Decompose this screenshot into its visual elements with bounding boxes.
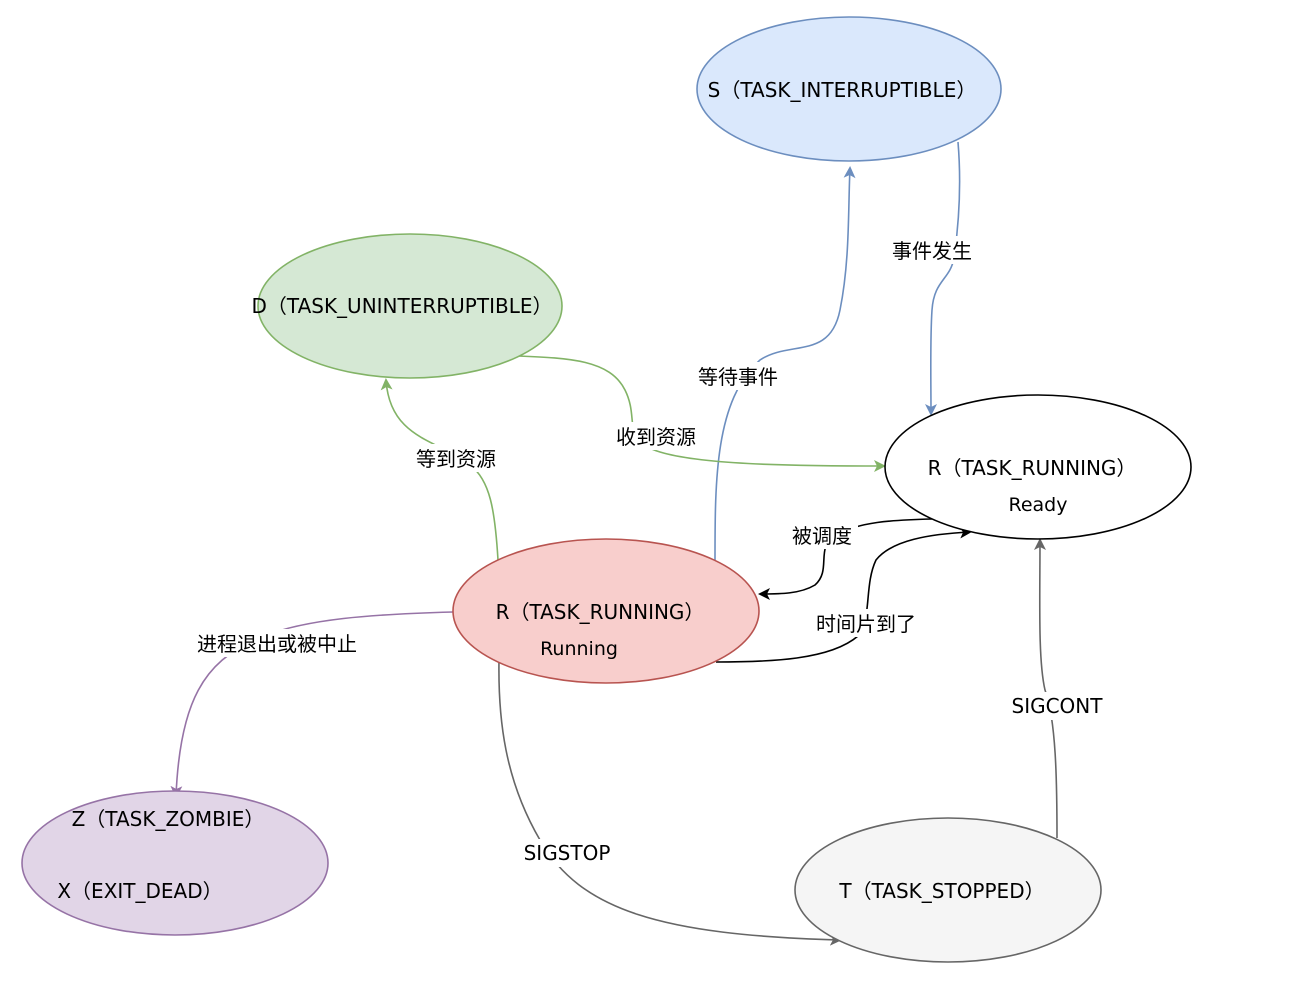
state-z-label: Z（TASK_ZOMBIE） bbox=[72, 807, 265, 831]
label-timeslice-up: 时间片到了 bbox=[816, 612, 916, 636]
state-r-running-shape bbox=[452, 538, 760, 684]
edge-running-to-t bbox=[498, 659, 842, 946]
state-z[interactable]: Z（TASK_ZOMBIE） X（EXIT_DEAD） bbox=[21, 790, 329, 936]
edge-ready-to-running bbox=[758, 518, 933, 600]
label-wait-event: 等待事件 bbox=[698, 365, 778, 389]
state-s-label: S（TASK_INTERRUPTIBLE） bbox=[708, 78, 977, 102]
edge-t-to-ready bbox=[1033, 538, 1058, 839]
state-t[interactable]: T（TASK_STOPPED） bbox=[794, 817, 1102, 963]
state-d[interactable]: D（TASK_UNINTERRUPTIBLE） bbox=[252, 233, 563, 379]
label-bg-scheduled bbox=[786, 521, 858, 549]
state-t-label: T（TASK_STOPPED） bbox=[838, 879, 1044, 903]
edge-running-to-s bbox=[714, 166, 856, 561]
label-bg-sigstop bbox=[514, 839, 620, 867]
label-receive-resource: 收到资源 bbox=[616, 425, 696, 449]
edge-s-to-ready bbox=[924, 141, 961, 416]
state-r-ready-label: R（TASK_RUNNING） bbox=[928, 456, 1137, 480]
label-bg-timeslice-up bbox=[810, 609, 922, 637]
state-r-running-sub: Running bbox=[540, 638, 618, 660]
label-get-resource: 等到资源 bbox=[416, 447, 496, 471]
state-t-shape bbox=[794, 817, 1102, 963]
state-s[interactable]: S（TASK_INTERRUPTIBLE） bbox=[696, 16, 1002, 162]
state-z-shape bbox=[21, 790, 329, 936]
label-scheduled: 被调度 bbox=[792, 524, 852, 548]
state-s-shape bbox=[696, 16, 1002, 162]
label-bg-receive-resource bbox=[610, 422, 702, 450]
state-d-label: D（TASK_UNINTERRUPTIBLE） bbox=[252, 294, 553, 318]
label-exit-or-terminated: 进程退出或被中止 bbox=[197, 632, 357, 656]
state-r-ready[interactable]: R（TASK_RUNNING） Ready bbox=[884, 394, 1192, 540]
label-bg-get-resource bbox=[410, 444, 502, 472]
label-bg-event-occurs bbox=[886, 236, 978, 264]
state-r-running[interactable]: R（TASK_RUNNING） Running bbox=[452, 538, 760, 684]
label-bg-sigcont bbox=[1002, 692, 1112, 720]
label-sigcont: SIGCONT bbox=[1012, 694, 1104, 718]
state-d-shape bbox=[257, 233, 563, 379]
label-event-occurs: 事件发生 bbox=[892, 239, 972, 263]
state-r-ready-sub: Ready bbox=[1009, 494, 1068, 516]
label-sigstop: SIGSTOP bbox=[524, 841, 611, 865]
state-x-label: X（EXIT_DEAD） bbox=[57, 879, 222, 903]
state-r-running-label: R（TASK_RUNNING） bbox=[496, 600, 705, 624]
label-bg-wait-event bbox=[692, 362, 784, 390]
label-bg-exit-or-terminated bbox=[186, 629, 368, 657]
state-r-ready-shape bbox=[884, 394, 1192, 540]
